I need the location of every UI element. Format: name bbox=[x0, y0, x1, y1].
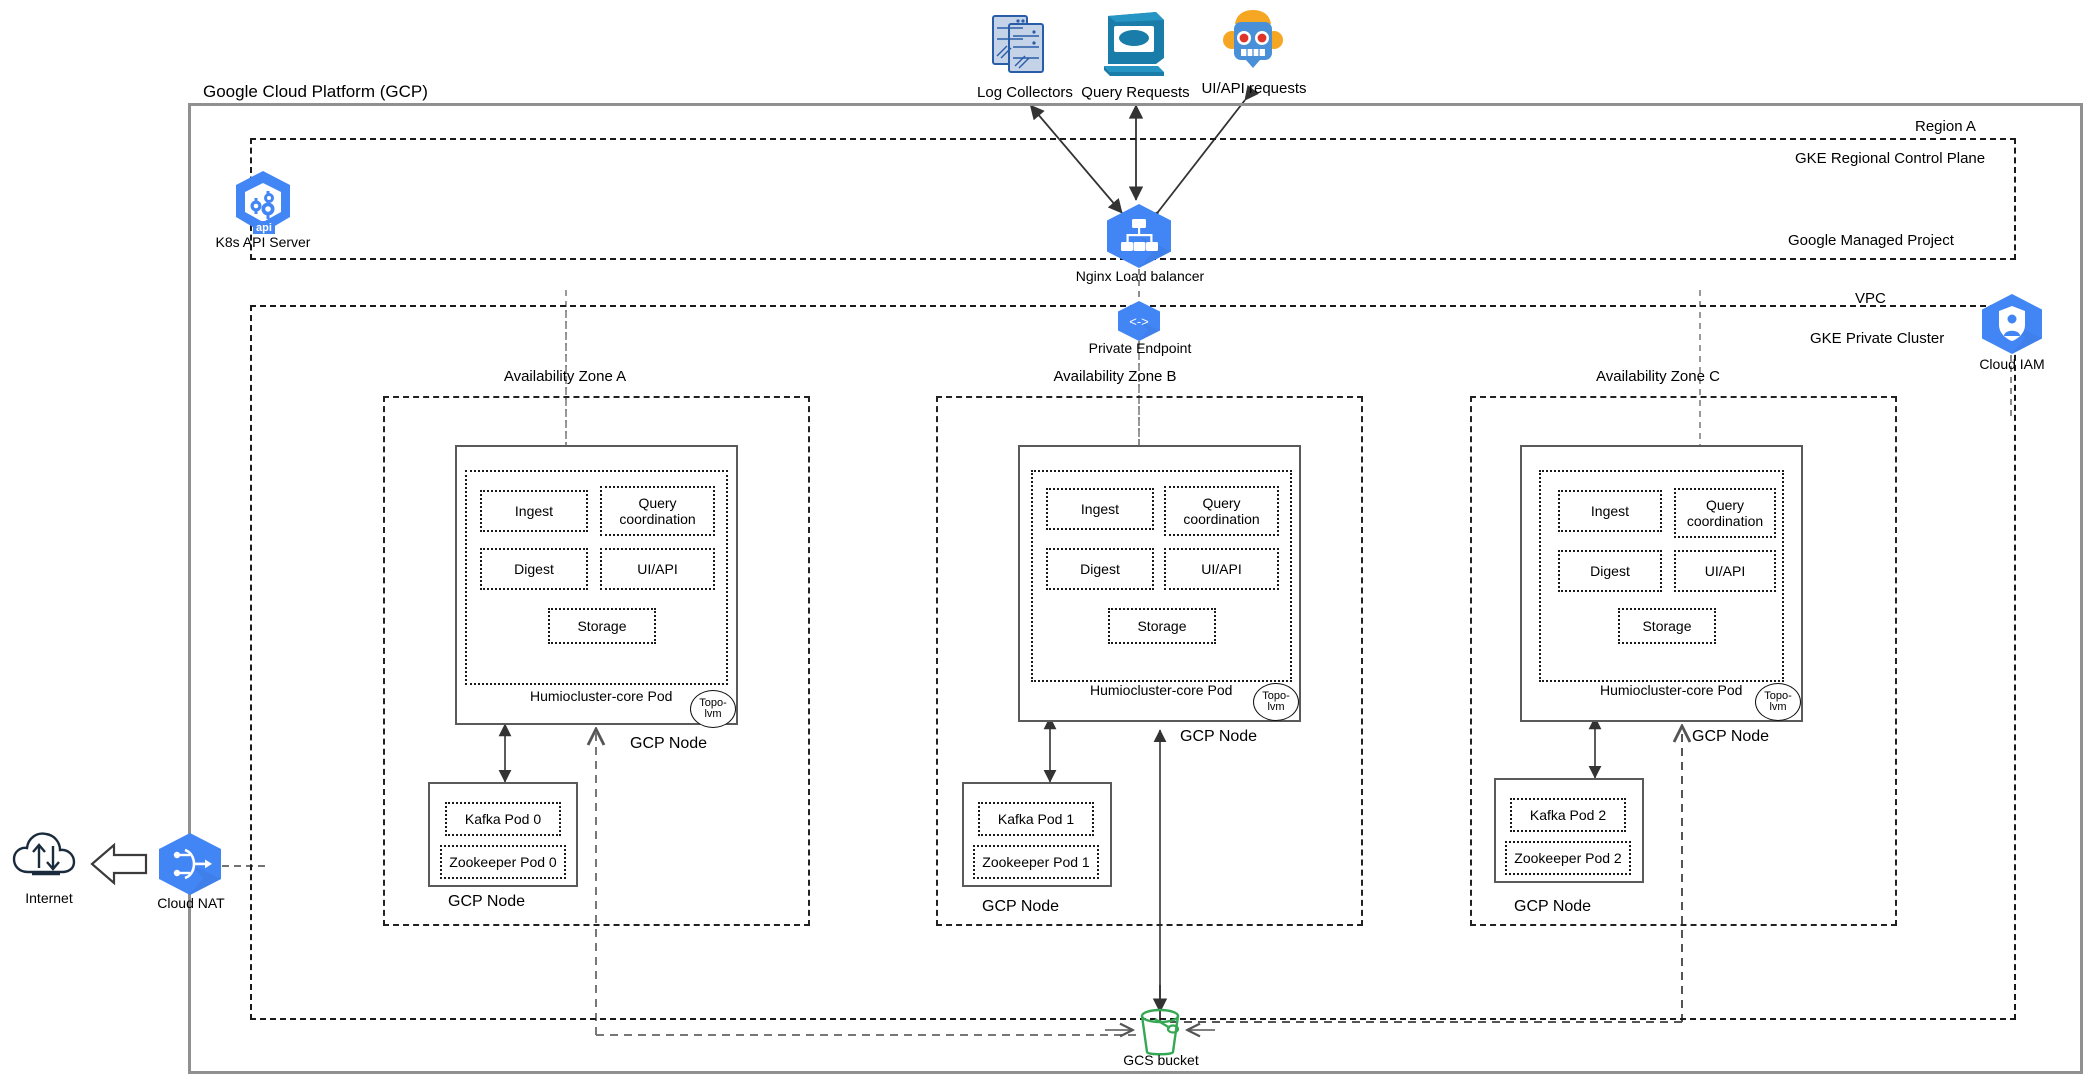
zone-b-label: Availability Zone B bbox=[1053, 368, 1177, 385]
zone-c-digest[interactable]: Digest bbox=[1558, 550, 1662, 592]
k8s-api-server-node[interactable]: api bbox=[228, 168, 298, 243]
gke-control-plane-label: GKE Regional Control Plane bbox=[1795, 150, 1986, 167]
servers-icon bbox=[992, 15, 1044, 73]
load-balancer-icon bbox=[1107, 204, 1171, 268]
vpc-label: VPC bbox=[1855, 290, 1886, 307]
monitor-icon bbox=[1104, 12, 1164, 76]
bucket-icon bbox=[1140, 1008, 1180, 1056]
zone-b-storage[interactable]: Storage bbox=[1108, 608, 1216, 644]
cloud-nat-icon bbox=[159, 833, 221, 895]
zone-a-core-node-caption: GCP Node bbox=[630, 735, 708, 752]
zone-c-query-coordination[interactable]: Query coordination bbox=[1674, 488, 1776, 538]
query-requests-node[interactable] bbox=[1098, 10, 1170, 83]
query-requests-label: Query Requests bbox=[1081, 84, 1190, 101]
private-endpoint-label: Private Endpoint bbox=[1088, 340, 1192, 356]
zone-c-ui-api[interactable]: UI/API bbox=[1674, 550, 1776, 592]
zone-c-kafka-pod-2[interactable]: Kafka Pod 2 bbox=[1510, 798, 1626, 832]
robot-icon bbox=[1223, 10, 1283, 68]
zone-b-digest[interactable]: Digest bbox=[1046, 548, 1154, 590]
zone-a-kafka-pod-0[interactable]: Kafka Pod 0 bbox=[445, 802, 561, 836]
cloud-nat-node[interactable] bbox=[155, 832, 225, 901]
private-endpoint-icon: <-> bbox=[1118, 301, 1160, 341]
zone-b-query-coordination-label: Query coordination bbox=[1183, 494, 1260, 527]
gcs-bucket-node[interactable] bbox=[1134, 1008, 1186, 1065]
zone-c-topolvm-badge: Topo-lvm bbox=[1755, 683, 1801, 721]
kubernetes-api-icon: api bbox=[236, 171, 290, 234]
zone-a-pod-caption: Humiocluster-core Pod bbox=[530, 688, 673, 704]
log-collectors-label: Log Collectors bbox=[977, 84, 1073, 101]
zone-a-kafka-node-caption: GCP Node bbox=[448, 893, 526, 910]
zone-a-storage[interactable]: Storage bbox=[548, 608, 656, 644]
zone-a-query-coordination-label: Query coordination bbox=[619, 494, 696, 527]
zone-a-ui-api[interactable]: UI/API bbox=[600, 548, 715, 590]
google-managed-project-label: Google Managed Project bbox=[1788, 232, 1954, 249]
zone-c-zookeeper-pod-2[interactable]: Zookeeper Pod 2 bbox=[1505, 841, 1631, 875]
zone-a-zookeeper-pod-0[interactable]: Zookeeper Pod 0 bbox=[440, 845, 566, 879]
zone-c-topolvm-line2: lvm bbox=[1769, 701, 1787, 713]
zone-c-ingest[interactable]: Ingest bbox=[1558, 490, 1662, 532]
cloud-nat-label: Cloud NAT bbox=[157, 895, 225, 911]
zone-c-topolvm-line1: Topo- bbox=[1764, 690, 1792, 702]
internet-cloud-icon bbox=[12, 832, 76, 876]
zone-c-pod-caption: Humiocluster-core Pod bbox=[1600, 682, 1743, 698]
zone-b-kafka-node-caption: GCP Node bbox=[982, 898, 1060, 915]
zone-b-ingest[interactable]: Ingest bbox=[1046, 488, 1154, 530]
zone-a-topolvm-line2: lvm bbox=[704, 708, 722, 720]
traffic-direction-arrow bbox=[90, 842, 148, 886]
zone-b-ui-api[interactable]: UI/API bbox=[1164, 548, 1279, 590]
log-collectors-node[interactable] bbox=[985, 10, 1057, 85]
page-title: Google Cloud Platform (GCP) bbox=[203, 82, 428, 101]
zone-c-core-node-caption: GCP Node bbox=[1692, 728, 1770, 745]
svg-text:<->: <-> bbox=[1129, 314, 1149, 329]
internet-label: Internet bbox=[25, 890, 73, 906]
zone-b-query-coordination[interactable]: Query coordination bbox=[1164, 486, 1279, 536]
zone-b-pod-caption: Humiocluster-core Pod bbox=[1090, 682, 1233, 698]
k8s-api-server-label: K8s API Server bbox=[215, 234, 311, 250]
zone-b-topolvm-badge: Topo-lvm bbox=[1253, 683, 1299, 721]
zone-a-ingest[interactable]: Ingest bbox=[480, 490, 588, 532]
cloud-iam-label: Cloud IAM bbox=[1979, 356, 2045, 372]
zone-b-topolvm-line2: lvm bbox=[1267, 701, 1285, 713]
zone-a-boundary bbox=[383, 396, 810, 926]
zone-a-topolvm-line1: Topo- bbox=[699, 697, 727, 709]
gcs-bucket-label: GCS bucket bbox=[1123, 1052, 1199, 1068]
gke-private-cluster-label: GKE Private Cluster bbox=[1810, 330, 1945, 347]
zone-b-boundary bbox=[936, 396, 1363, 926]
zone-b-topolvm-line1: Topo- bbox=[1262, 690, 1290, 702]
zone-c-query-coordination-label: Query coordination bbox=[1686, 496, 1764, 529]
ui-api-requests-node[interactable] bbox=[1222, 8, 1284, 79]
nginx-load-balancer-label: Nginx Load balancer bbox=[1075, 268, 1205, 284]
internet-node[interactable] bbox=[12, 828, 84, 891]
svg-text:api: api bbox=[256, 222, 272, 234]
zone-c-label: Availability Zone C bbox=[1596, 368, 1720, 385]
zone-b-zookeeper-pod-1[interactable]: Zookeeper Pod 1 bbox=[973, 845, 1099, 879]
zone-c-storage[interactable]: Storage bbox=[1618, 608, 1716, 644]
zone-a-query-coordination[interactable]: Query coordination bbox=[600, 486, 715, 536]
zone-a-digest[interactable]: Digest bbox=[480, 548, 588, 590]
zone-c-kafka-node-caption: GCP Node bbox=[1514, 898, 1592, 915]
zone-c-boundary bbox=[1470, 396, 1897, 926]
zone-b-kafka-pod-1[interactable]: Kafka Pod 1 bbox=[978, 802, 1094, 836]
zone-a-label: Availability Zone A bbox=[503, 368, 627, 385]
zone-a-topolvm-badge: Topo-lvm bbox=[690, 690, 736, 728]
nginx-load-balancer-node[interactable] bbox=[1103, 203, 1175, 274]
cloud-iam-icon bbox=[1982, 294, 2042, 354]
zone-b-core-node-caption: GCP Node bbox=[1180, 728, 1258, 745]
region-a-label: Region A bbox=[1915, 118, 1976, 135]
cloud-iam-node[interactable] bbox=[1978, 293, 2046, 360]
ui-api-requests-label: UI/API requests bbox=[1201, 80, 1307, 97]
private-endpoint-node[interactable]: <-> bbox=[1115, 300, 1163, 347]
gcp-boundary bbox=[188, 103, 2083, 1074]
